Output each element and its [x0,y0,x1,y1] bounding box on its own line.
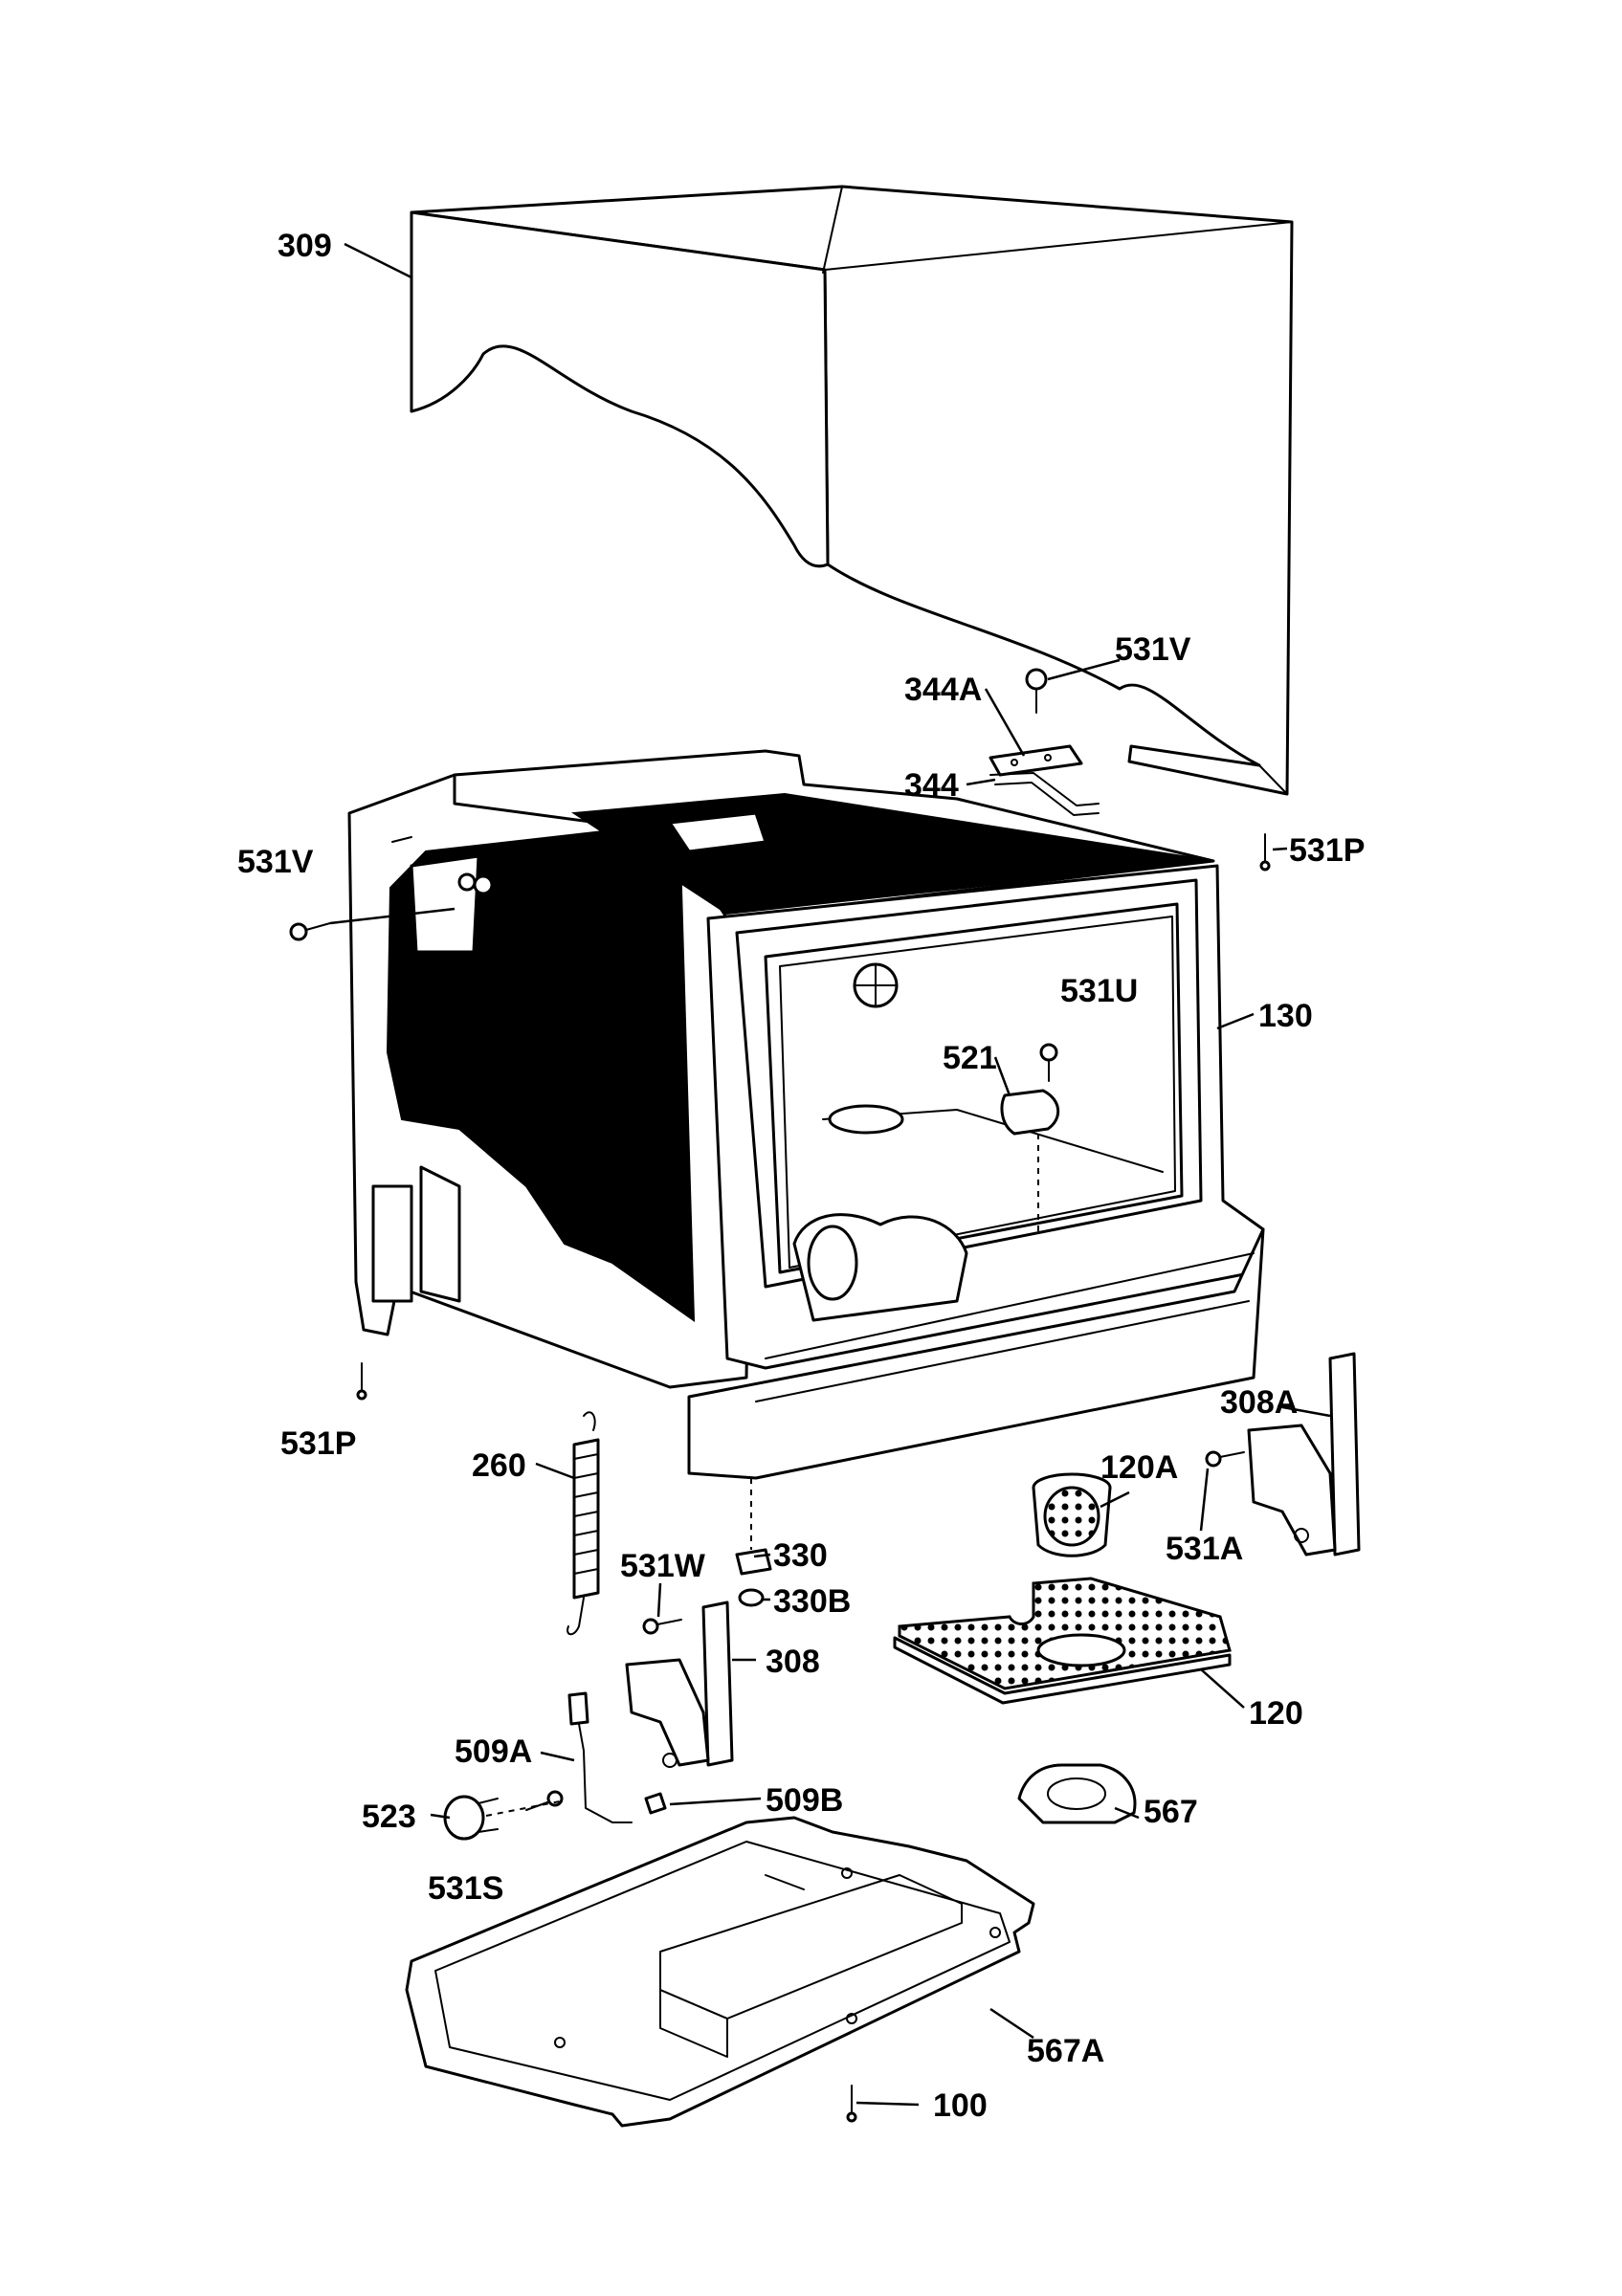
screw-100 [846,2085,857,2123]
screw-531P-right [1259,833,1271,872]
label-120: 120 [1249,1695,1303,1732]
clip-509B-part [644,1792,667,1815]
label-509A: 509A [455,1733,532,1770]
leader-lines [329,242,1331,2107]
label-120A: 120A [1100,1449,1178,1486]
label-309: 309 [278,228,332,264]
filter-120A-part [1032,1472,1112,1557]
sensor-509A-part [567,1691,633,1823]
float-567-part [1017,1763,1137,1824]
part-330 [735,1548,772,1576]
label-523: 523 [362,1799,416,1835]
label-330B: 330B [773,1583,851,1620]
knob-523-part [443,1795,566,1841]
label-308: 308 [766,1644,820,1680]
base-pan-567A-part [405,1816,1035,2128]
label-260: 260 [472,1447,526,1484]
screw-531A [1205,1450,1245,1468]
label-509B: 509B [766,1782,843,1819]
filter-plate-120-part [893,1577,1232,1705]
label-531P-left: 531P [280,1425,356,1462]
screw-531W [642,1618,682,1635]
label-531W: 531W [620,1548,706,1584]
part-330B [738,1588,765,1607]
label-308A: 308A [1220,1384,1298,1421]
top-cover-part [410,185,1294,796]
label-531V-left: 531V [237,844,314,880]
label-521: 521 [943,1040,997,1076]
label-567: 567 [1144,1794,1198,1830]
label-130: 130 [1258,998,1313,1034]
label-330: 330 [773,1537,828,1574]
label-344: 344 [904,767,959,804]
part-521 [1000,1089,1060,1234]
tub-cabinet-part [347,749,1265,1480]
bracket-344A-part [989,744,1083,777]
label-100: 100 [933,2087,988,2124]
hinge-308-part [625,1601,734,1768]
screw-531P-left [356,1362,367,1401]
label-531P-right: 531P [1289,832,1365,869]
screw-531V-top [1025,668,1048,714]
label-344A: 344A [904,672,982,708]
label-531U: 531U [1060,973,1138,1009]
label-531V-top: 531V [1115,631,1191,668]
label-531A: 531A [1166,1531,1243,1567]
label-531S: 531S [428,1870,503,1907]
label-567A: 567A [1027,2033,1104,2069]
spring-260-part [567,1411,600,1636]
hinge-308A-part [1247,1352,1361,1556]
wire-344-part [989,772,1100,816]
screw-531V-left [289,922,331,941]
part-labels: 309 531V 344A 344 531V 531P 531U 130 521… [237,228,1365,2124]
screw-531U [1039,1043,1058,1082]
